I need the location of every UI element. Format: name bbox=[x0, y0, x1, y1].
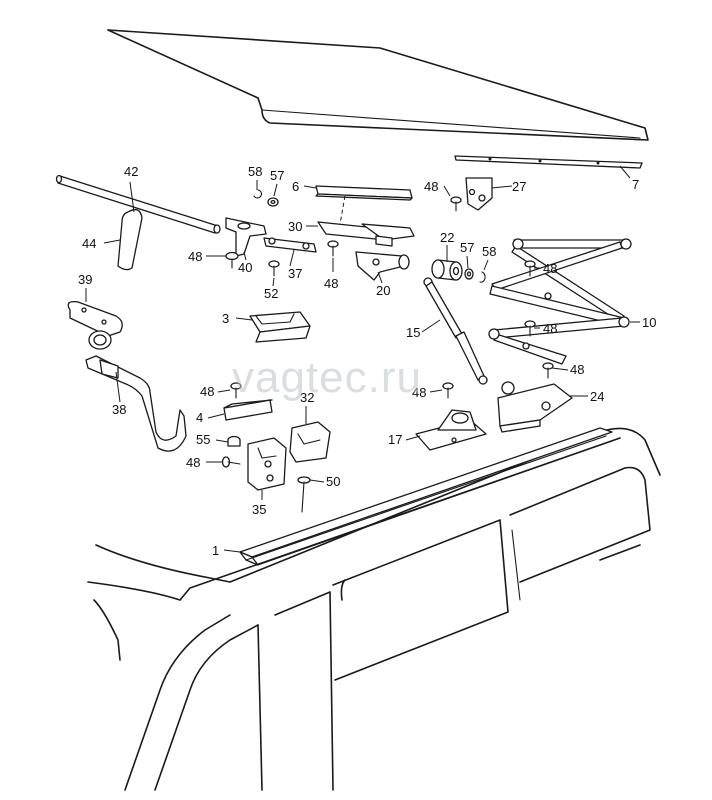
callout-6: 6 bbox=[292, 179, 299, 194]
callout-37: 37 bbox=[288, 266, 302, 281]
part-27-hinge-bracket bbox=[465, 177, 493, 211]
callout-50: 50 bbox=[326, 474, 340, 489]
part-32-latch-bracket bbox=[289, 421, 331, 463]
callout-58-right: 58 bbox=[482, 244, 496, 259]
part-39-strap-anchor bbox=[67, 301, 123, 350]
callout-30: 30 bbox=[288, 219, 302, 234]
part-52-screw bbox=[268, 260, 280, 277]
callout-55: 55 bbox=[196, 432, 210, 447]
part-40-rod-bracket bbox=[225, 217, 267, 257]
callout-10: 10 bbox=[642, 315, 656, 330]
part-48-screw-d bbox=[524, 260, 536, 277]
part-58-circlip-right bbox=[479, 271, 486, 283]
part-48-screw-e bbox=[524, 320, 536, 337]
callout-48-f: 48 bbox=[570, 362, 584, 377]
callout-7: 7 bbox=[632, 177, 639, 192]
part-7-seal-strip bbox=[454, 155, 643, 169]
part-50-rivet bbox=[297, 476, 311, 513]
callout-4: 4 bbox=[196, 410, 203, 425]
leader-lines bbox=[85, 165, 640, 553]
callout-42: 42 bbox=[124, 164, 138, 179]
callout-22: 22 bbox=[440, 230, 454, 245]
part-15-gas-strut bbox=[423, 277, 488, 385]
part-24-lower-bracket bbox=[497, 381, 573, 433]
part-38-strap bbox=[85, 355, 187, 452]
part-48-screw-g bbox=[442, 382, 454, 399]
watermark-text: vagtec.ru bbox=[232, 353, 422, 402]
part-58-circlip-left bbox=[253, 189, 262, 199]
callout-52: 52 bbox=[264, 286, 278, 301]
part-20-bracket bbox=[355, 251, 410, 281]
callout-57-left: 57 bbox=[270, 168, 284, 183]
callout-48-e: 48 bbox=[543, 321, 557, 336]
callout-3: 3 bbox=[222, 311, 229, 326]
part-48-screw-h bbox=[230, 382, 242, 399]
callout-32: 32 bbox=[300, 390, 314, 405]
callout-58-left: 58 bbox=[248, 164, 262, 179]
part-48-screw-c bbox=[450, 196, 462, 212]
part-22-bushing bbox=[431, 259, 463, 281]
callout-40: 40 bbox=[238, 260, 252, 275]
part-57-washer-right bbox=[464, 268, 474, 280]
part-35-hinge-block bbox=[247, 437, 287, 491]
vehicle-body-outline bbox=[87, 29, 661, 791]
callout-20: 20 bbox=[376, 283, 390, 298]
part-17-rail-bracket bbox=[415, 409, 487, 451]
callout-57-right: 57 bbox=[460, 240, 474, 255]
callout-17: 17 bbox=[388, 432, 402, 447]
part-55-spacer bbox=[227, 435, 241, 447]
callout-1: 1 bbox=[212, 543, 219, 558]
callout-39: 39 bbox=[78, 272, 92, 287]
part-1-roof-rail bbox=[239, 427, 613, 566]
callout-48-b: 48 bbox=[324, 276, 338, 291]
part-48-screw-f bbox=[542, 362, 554, 379]
callout-24: 24 bbox=[590, 389, 604, 404]
part-57-washer-left bbox=[267, 197, 279, 207]
callout-15: 15 bbox=[406, 325, 420, 340]
callout-27: 27 bbox=[512, 179, 526, 194]
part-42-support-rod bbox=[55, 174, 221, 234]
callout-48-i: 48 bbox=[186, 455, 200, 470]
callout-48-g: 48 bbox=[412, 385, 426, 400]
callout-labels: 1 3 4 6 7 10 15 17 20 22 24 27 30 32 35 … bbox=[78, 164, 656, 558]
part-10-scissor-frame bbox=[488, 238, 632, 365]
callout-35: 35 bbox=[252, 502, 266, 517]
callout-48-c: 48 bbox=[424, 179, 438, 194]
part-48-screw-i bbox=[221, 456, 241, 468]
part-48-screw-a bbox=[225, 251, 239, 269]
part-3-slide-block bbox=[249, 311, 311, 343]
callout-48-h: 48 bbox=[200, 384, 214, 399]
callout-48-d: 48 bbox=[543, 261, 557, 276]
callout-44: 44 bbox=[82, 236, 96, 251]
part-48-screw-b bbox=[327, 240, 339, 257]
part-37-link-plate bbox=[263, 237, 317, 253]
part-44-strap-handle bbox=[117, 208, 143, 271]
part-30-hinge bbox=[317, 221, 415, 247]
part-6-hinge-plate bbox=[315, 185, 413, 201]
callout-38: 38 bbox=[112, 402, 126, 417]
callout-48-a: 48 bbox=[188, 249, 202, 264]
part-4-guide-block bbox=[223, 399, 273, 421]
